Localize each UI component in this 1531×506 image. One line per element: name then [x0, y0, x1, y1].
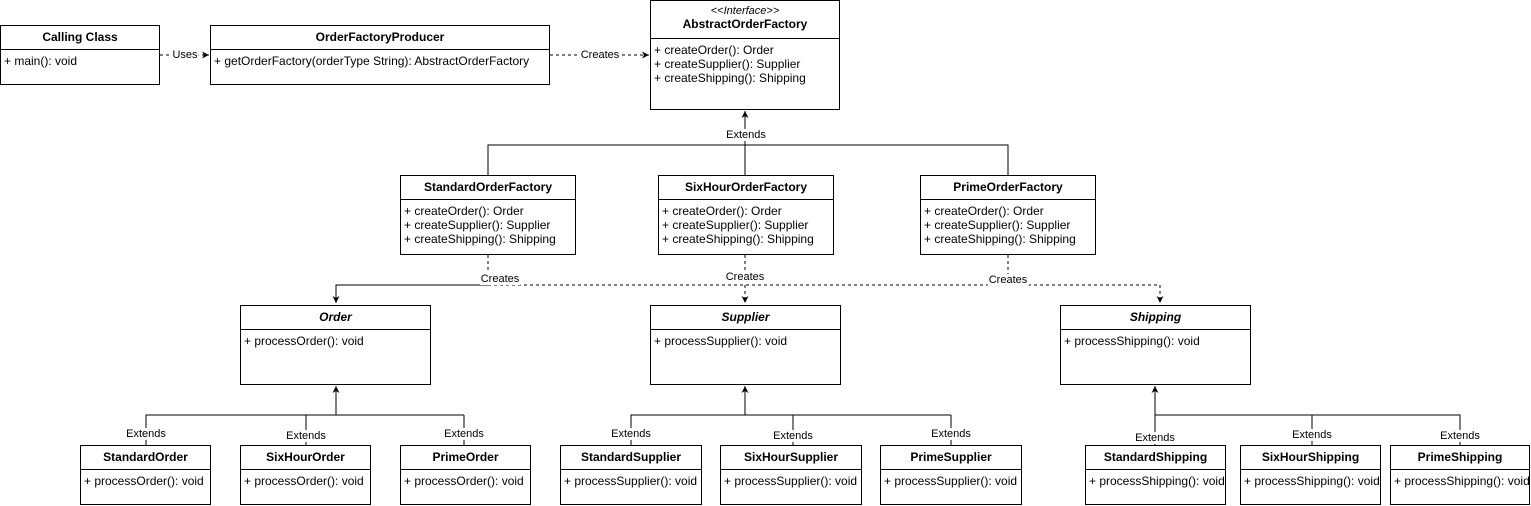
class-name: StandardOrderFactory: [423, 180, 553, 194]
class-name: PrimeShipping: [1417, 450, 1503, 464]
class-member: + processShipping(): void: [1064, 334, 1200, 348]
extends-standard-shipping-label: Extends: [1134, 432, 1176, 444]
creates-standard-label: Creates: [479, 273, 521, 285]
extends-six-hour-supplier-label: Extends: [772, 430, 814, 442]
class-six-hour-order[interactable]: SixHourOrder + processOrder(): void: [240, 445, 371, 505]
extends-factories-label: Extends: [725, 129, 767, 141]
class-member: + processShipping(): void: [1244, 474, 1380, 488]
class-member: + createSupplier(): Supplier: [924, 218, 1071, 232]
class-member: + processOrder(): void: [244, 474, 364, 488]
class-member: + createOrder(): Order: [662, 204, 782, 218]
class-order-factory-producer[interactable]: OrderFactoryProducer + getOrderFactory(o…: [210, 25, 550, 85]
class-member: + createOrder(): Order: [654, 43, 774, 57]
class-member: + processSupplier(): void: [564, 474, 698, 488]
class-six-hour-supplier[interactable]: SixHourSupplier + processSupplier(): voi…: [720, 445, 862, 505]
class-supplier[interactable]: Supplier + processSupplier(): void: [650, 305, 841, 385]
extends-prime-supplier-label: Extends: [930, 428, 972, 440]
class-six-hour-shipping[interactable]: SixHourShipping + processShipping(): voi…: [1240, 445, 1381, 505]
extends-prime-order-label: Extends: [443, 428, 485, 440]
creates-producer-label: Creates: [579, 49, 621, 61]
class-name: AbstractOrderFactory: [682, 17, 808, 31]
class-name: OrderFactoryProducer: [315, 30, 445, 44]
class-name: StandardShipping: [1103, 450, 1208, 464]
class-name: PrimeOrder: [432, 450, 499, 464]
class-abstract-order-factory[interactable]: <<Interface>> AbstractOrderFactory + cre…: [650, 0, 840, 110]
class-name: SixHourOrder: [266, 450, 345, 464]
class-member: + createShipping(): Shipping: [662, 232, 814, 246]
class-name: StandardOrder: [103, 450, 188, 464]
class-shipping[interactable]: Shipping + processShipping(): void: [1060, 305, 1251, 385]
creates-prime-label: Creates: [987, 274, 1029, 286]
class-name: Supplier: [721, 310, 770, 324]
class-standard-supplier[interactable]: StandardSupplier + processSupplier(): vo…: [560, 445, 702, 505]
class-standard-shipping[interactable]: StandardShipping + processShipping(): vo…: [1085, 445, 1226, 505]
class-name: SixHourShipping: [1261, 450, 1360, 464]
class-prime-supplier[interactable]: PrimeSupplier + processSupplier(): void: [880, 445, 1022, 505]
class-stereotype: <<Interface>>: [710, 5, 780, 17]
class-member: + createSupplier(): Supplier: [662, 218, 809, 232]
class-member: + processSupplier(): void: [724, 474, 858, 488]
creates-order-edge: [332, 284, 488, 303]
class-calling-class[interactable]: Calling Class + main(): void: [0, 25, 160, 85]
class-member: + getOrderFactory(orderType String): Abs…: [214, 54, 530, 68]
class-member: + processOrder(): void: [84, 474, 204, 488]
class-name: Order: [319, 310, 352, 324]
extends-standard-order-label: Extends: [125, 428, 167, 440]
class-name: Shipping: [1129, 310, 1182, 324]
creates-shipping-edge: [488, 284, 1164, 303]
class-member: + processShipping(): void: [1089, 474, 1225, 488]
class-name: StandardSupplier: [580, 450, 681, 464]
class-name: SixHourOrderFactory: [684, 180, 808, 194]
class-member: + createSupplier(): Supplier: [404, 218, 551, 232]
class-member: + processShipping(): void: [1394, 474, 1530, 488]
class-member: + processSupplier(): void: [884, 474, 1018, 488]
class-six-hour-order-factory[interactable]: SixHourOrderFactory + createOrder(): Ord…: [658, 175, 834, 255]
extends-standard-factory-edge: [487, 144, 745, 175]
class-prime-order-factory[interactable]: PrimeOrderFactory + createOrder(): Order…: [920, 175, 1096, 255]
class-member: + createSupplier(): Supplier: [654, 57, 801, 71]
uses-label: Uses: [171, 49, 199, 61]
class-prime-order[interactable]: PrimeOrder + processOrder(): void: [400, 445, 531, 505]
class-member: + processSupplier(): void: [654, 334, 788, 348]
class-name: PrimeSupplier: [910, 450, 992, 464]
class-member: + processOrder(): void: [244, 334, 364, 348]
class-standard-order-factory[interactable]: StandardOrderFactory + createOrder(): Or…: [400, 175, 576, 255]
class-standard-order[interactable]: StandardOrder + processOrder(): void: [80, 445, 211, 505]
extends-prime-factory-edge: [745, 144, 1009, 175]
class-member: + main(): void: [4, 54, 78, 68]
creates-six-hour-label: Creates: [724, 271, 766, 283]
class-member: + createShipping(): Shipping: [924, 232, 1076, 246]
class-name: PrimeOrderFactory: [953, 180, 1063, 194]
class-member: + createShipping(): Shipping: [404, 232, 556, 246]
class-prime-shipping[interactable]: PrimeShipping + processShipping(): void: [1390, 445, 1530, 505]
class-member: + processOrder(): void: [404, 474, 524, 488]
extends-prime-shipping-label: Extends: [1439, 430, 1481, 442]
class-member: + createShipping(): Shipping: [654, 71, 806, 85]
extends-six-hour-shipping-label: Extends: [1291, 429, 1333, 441]
class-member: + createOrder(): Order: [404, 204, 524, 218]
class-member: + createOrder(): Order: [924, 204, 1044, 218]
extends-six-hour-order-label: Extends: [285, 430, 327, 442]
class-name: SixHourSupplier: [743, 450, 838, 464]
extends-standard-supplier-label: Extends: [610, 428, 652, 440]
class-name: Calling Class: [42, 30, 118, 44]
class-order[interactable]: Order + processOrder(): void: [240, 305, 431, 385]
